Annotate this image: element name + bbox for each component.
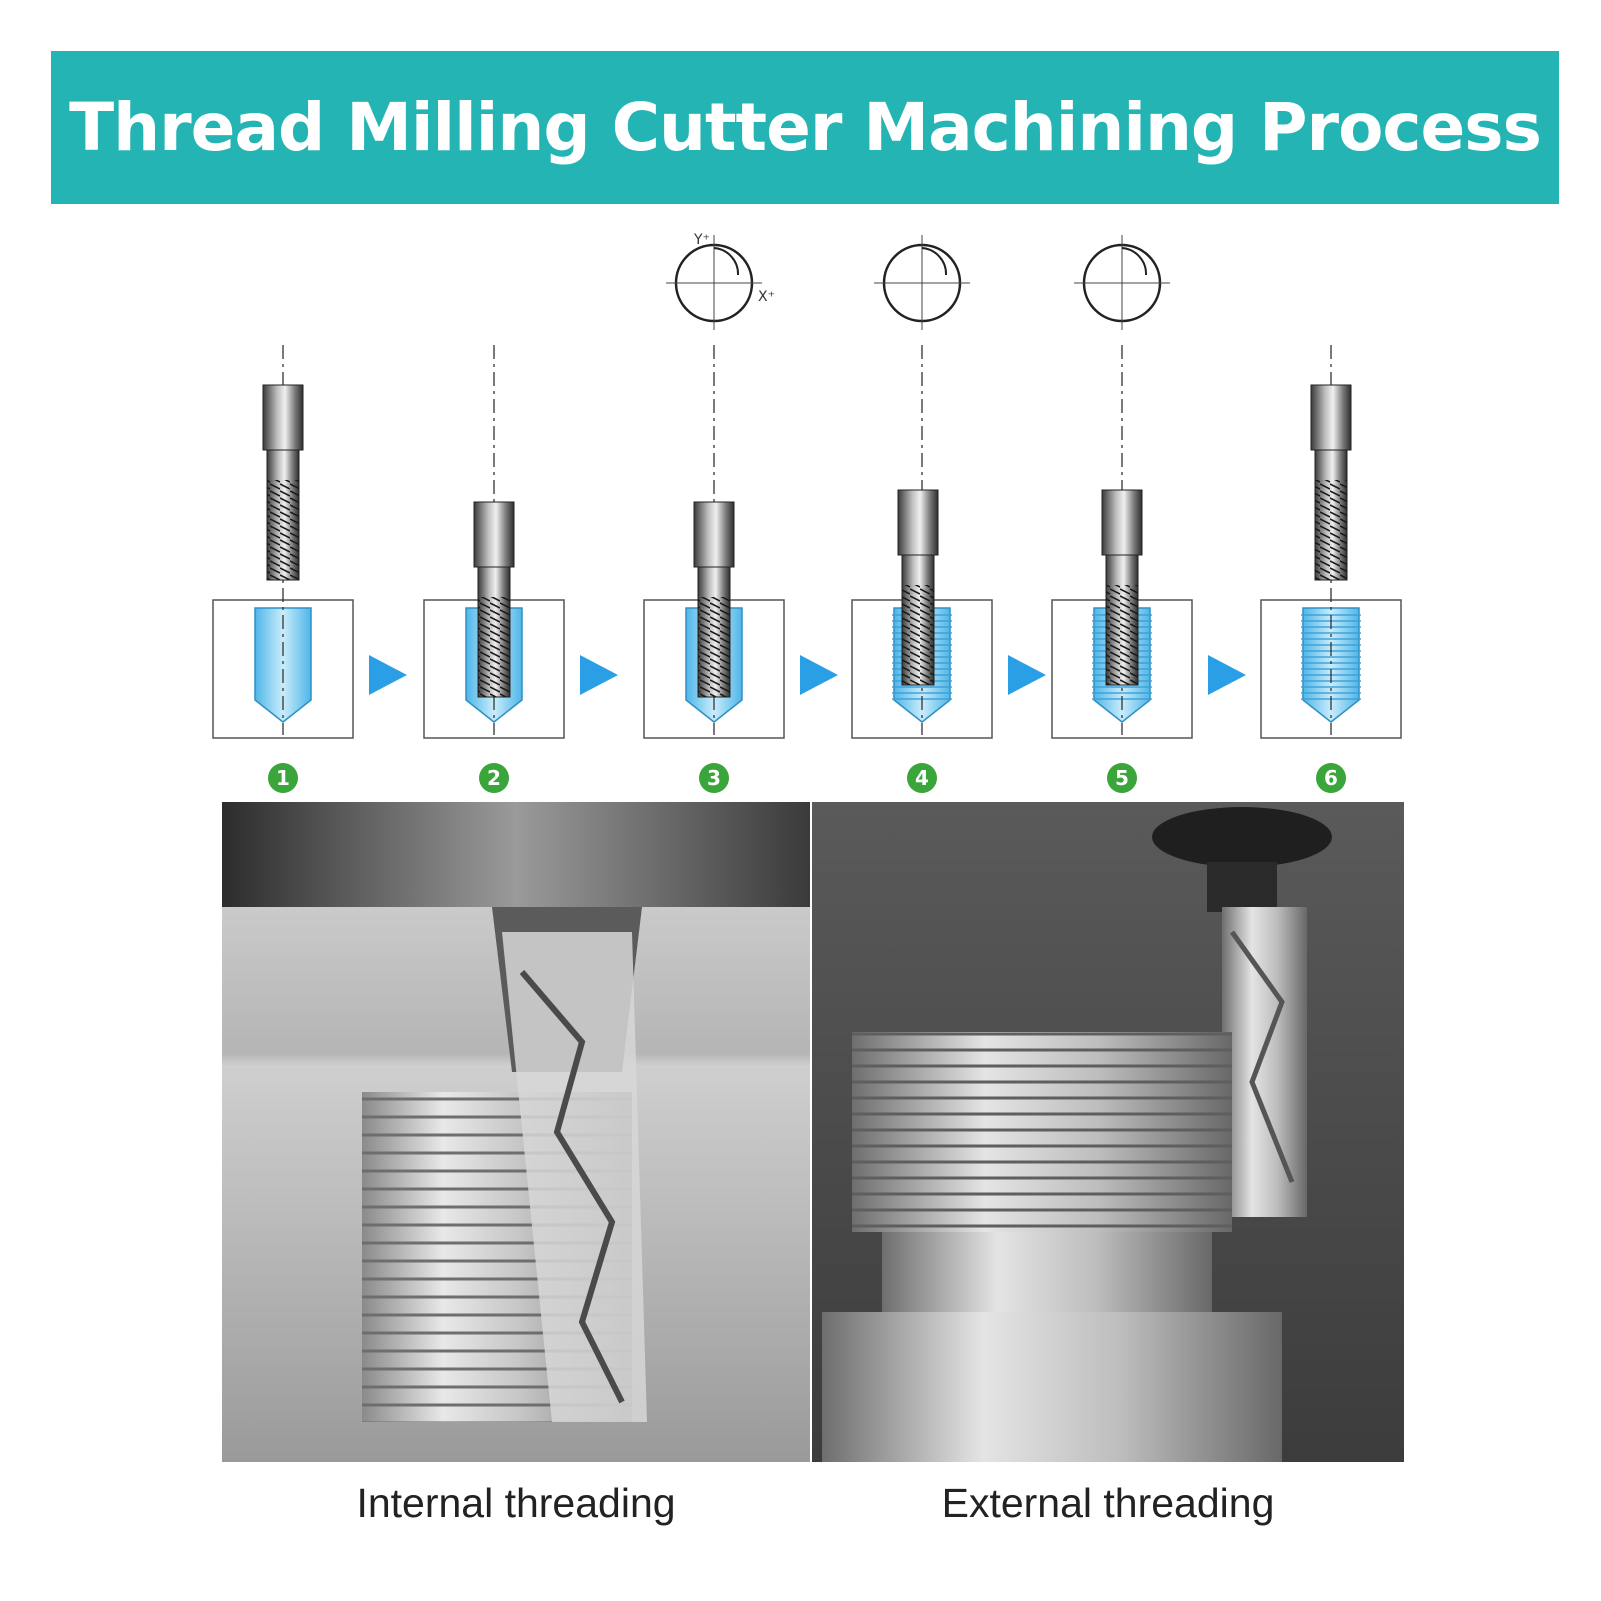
step-number-badge: 2	[479, 763, 509, 793]
tool-flutes	[698, 597, 730, 697]
tool-shank	[473, 501, 515, 568]
tool-flutes	[1315, 480, 1347, 580]
tool-shank	[693, 501, 735, 568]
external-threading-caption: External threading	[941, 1480, 1275, 1526]
step-arrow-1	[369, 655, 407, 695]
internal-threading-image	[222, 802, 810, 1462]
step-arrow-2	[580, 655, 618, 695]
step-number: 6	[1324, 766, 1338, 790]
orbit-symbol	[1074, 235, 1170, 330]
step-number-badge: 3	[699, 763, 729, 793]
process-step-4: 4	[851, 235, 993, 793]
orbit-symbol: Y⁺ X⁺	[666, 232, 775, 330]
tool-flutes	[478, 597, 510, 697]
orbit-path-arrow	[1121, 247, 1148, 276]
tool-shank	[897, 489, 939, 556]
tool-shank	[1310, 384, 1352, 451]
process-step-1: 1	[212, 345, 354, 793]
process-diagram: 1 2 3 Y⁺ X⁺ 4 5 6	[212, 232, 1402, 793]
step-arrow-4	[1008, 655, 1046, 695]
step-arrow-5	[1208, 655, 1246, 695]
badge-circle	[907, 763, 937, 793]
badge-circle	[699, 763, 729, 793]
internal-threading-photo	[222, 802, 810, 1462]
step-number-badge: 4	[907, 763, 937, 793]
external-threading-image	[812, 802, 1404, 1462]
tool-shank	[1101, 489, 1143, 556]
orbit-path-arrow	[921, 247, 948, 276]
badge-circle	[1316, 763, 1346, 793]
orbit-path-arrow	[713, 247, 740, 276]
step-arrow-3	[800, 655, 838, 695]
process-step-3: 3 Y⁺ X⁺	[643, 232, 785, 793]
process-step-2: 2	[423, 345, 565, 793]
orbit-symbol	[874, 235, 970, 330]
process-step-6: 6	[1260, 345, 1402, 793]
step-number: 2	[487, 766, 501, 790]
orbit-x-label: X⁺	[758, 289, 775, 305]
page-title: Thread Milling Cutter Machining Process	[69, 89, 1542, 166]
badge-circle	[479, 763, 509, 793]
drilled-hole	[254, 607, 312, 723]
tool-flutes	[267, 480, 299, 580]
step-number-badge: 6	[1316, 763, 1346, 793]
tool-shank	[262, 384, 304, 451]
step-number: 4	[915, 766, 929, 790]
tool-flutes	[1106, 585, 1138, 685]
orbit-y-label: Y⁺	[693, 232, 710, 248]
step-number-badge: 5	[1107, 763, 1137, 793]
badge-circle	[1107, 763, 1137, 793]
internal-threading-caption: Internal threading	[356, 1480, 676, 1526]
process-step-5: 5	[1051, 235, 1193, 793]
step-number: 5	[1115, 766, 1129, 790]
step-number-badge: 1	[268, 763, 298, 793]
step-number: 3	[707, 766, 721, 790]
step-number: 1	[276, 766, 290, 790]
title-banner: Thread Milling Cutter Machining Process	[51, 51, 1559, 204]
external-threading-photo	[812, 802, 1404, 1462]
tool-flutes	[902, 585, 934, 685]
badge-circle	[268, 763, 298, 793]
